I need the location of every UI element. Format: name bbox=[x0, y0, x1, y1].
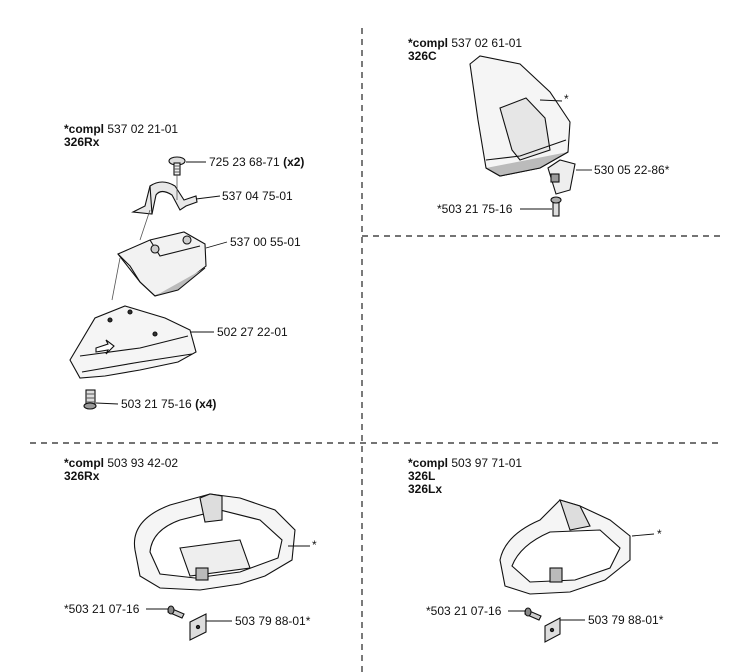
group2-header: *compl 537 02 61-01 326C bbox=[408, 37, 522, 63]
part-number: 530 05 22-86* bbox=[594, 163, 670, 177]
model-name: 326C bbox=[408, 49, 437, 63]
clip-icon bbox=[547, 159, 576, 195]
guard-icon bbox=[69, 305, 197, 379]
part-number: 502 27 22-01 bbox=[217, 325, 288, 339]
model-name: 326Rx bbox=[64, 135, 100, 149]
group3-header: *compl 503 93 42-02 326Rx bbox=[64, 457, 178, 483]
bolt-326c-icon bbox=[550, 196, 562, 217]
guard-326c-icon bbox=[469, 55, 571, 177]
screw-326l-icon bbox=[524, 607, 542, 621]
model-name: 326L bbox=[408, 469, 436, 483]
group4-header: *compl 503 97 71-01 326L 326Lx bbox=[408, 457, 522, 496]
model-name: 326Rx bbox=[64, 469, 100, 483]
group1-header: *compl 537 02 21-01 326Rx bbox=[64, 123, 178, 149]
clamp-icon bbox=[131, 181, 198, 215]
part-number: * bbox=[312, 538, 317, 552]
model-name: 326Lx bbox=[408, 482, 443, 496]
part-number: 537 00 55-01 bbox=[230, 235, 301, 249]
part-label: *503 21 75-16 bbox=[437, 203, 512, 216]
part-number: 503 79 88-01* bbox=[235, 614, 311, 628]
part-number: * bbox=[564, 92, 569, 106]
compl-prefix: *compl bbox=[64, 122, 105, 136]
screw-326rx-bottom-icon bbox=[167, 605, 185, 619]
compl-number: 537 02 21-01 bbox=[107, 122, 179, 136]
part-number: *503 21 07-16 bbox=[64, 602, 140, 616]
part-number: *503 21 75-16 bbox=[437, 202, 513, 216]
plate-326l-icon bbox=[544, 617, 561, 643]
part-label: * bbox=[657, 528, 662, 541]
screw-icon bbox=[168, 156, 186, 176]
compl-number: 503 93 42-02 bbox=[107, 456, 179, 470]
part-label: 502 27 22-01 bbox=[217, 326, 288, 339]
part-label: 537 00 55-01 bbox=[230, 236, 301, 249]
part-label: 725 23 68-71 (x2) bbox=[209, 156, 304, 169]
part-number: 503 79 88-01* bbox=[588, 613, 664, 627]
part-label: 530 05 22-86* bbox=[594, 164, 669, 177]
assembly-326c bbox=[469, 55, 592, 217]
compl-number: 537 02 61-01 bbox=[451, 36, 523, 50]
part-number: 725 23 68-71 bbox=[209, 155, 280, 169]
part-label: 503 79 88-01* bbox=[235, 615, 310, 628]
guard-326rx-bottom-icon bbox=[133, 493, 296, 591]
assembly-326rx-bottom bbox=[133, 493, 310, 641]
part-label: 503 21 75-16 (x4) bbox=[121, 398, 216, 411]
part-label: * bbox=[564, 93, 569, 106]
assembly-326rx-top bbox=[69, 156, 228, 410]
part-label: *503 21 07-16 bbox=[64, 603, 139, 616]
part-number: *503 21 07-16 bbox=[426, 604, 502, 618]
part-number: 503 21 75-16 bbox=[121, 397, 192, 411]
part-label: * bbox=[312, 539, 317, 552]
compl-prefix: *compl bbox=[408, 456, 449, 470]
bracket-icon bbox=[117, 231, 207, 297]
part-number: * bbox=[657, 527, 662, 541]
part-qty: (x2) bbox=[283, 155, 305, 169]
guard-326l-icon bbox=[499, 499, 631, 595]
compl-prefix: *compl bbox=[64, 456, 105, 470]
bolt-icon bbox=[83, 389, 97, 410]
part-label: 503 79 88-01* bbox=[588, 614, 663, 627]
compl-number: 503 97 71-01 bbox=[451, 456, 523, 470]
section-dividers bbox=[30, 28, 720, 672]
part-number: 537 04 75-01 bbox=[222, 189, 293, 203]
compl-prefix: *compl bbox=[408, 36, 449, 50]
plate-icon bbox=[189, 613, 207, 641]
part-label: 537 04 75-01 bbox=[222, 190, 293, 203]
assembly-326l bbox=[499, 499, 655, 643]
part-qty: (x4) bbox=[195, 397, 217, 411]
part-label: *503 21 07-16 bbox=[426, 605, 501, 618]
